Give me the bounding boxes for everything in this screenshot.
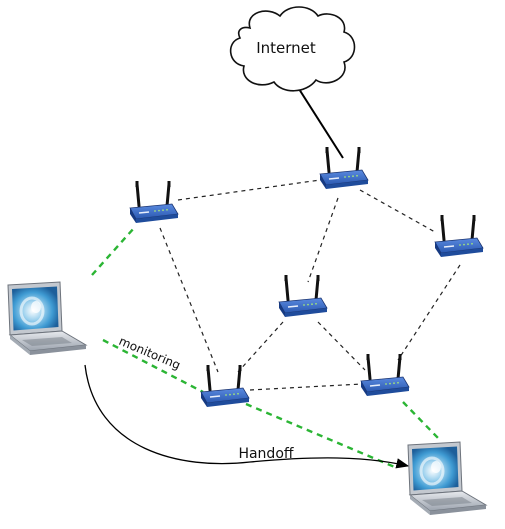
router-icon (199, 363, 251, 409)
handoff-arrow (84, 364, 410, 469)
client-link (91, 227, 135, 276)
cloud-icon: Internet (229, 6, 356, 92)
mesh-links (159, 179, 461, 391)
router-icon (359, 352, 411, 398)
internet-label: Internet (256, 39, 316, 57)
mesh-link (359, 189, 436, 233)
mesh-link (237, 321, 284, 373)
router-icon (318, 145, 370, 191)
internet-uplink (291, 77, 344, 159)
handoff-label: Handoff (238, 446, 293, 462)
router-icon (433, 213, 485, 259)
mesh-link (177, 179, 321, 201)
laptop-icon (406, 440, 488, 517)
mesh-link (159, 227, 219, 373)
laptop-icon (6, 280, 88, 357)
mesh-link (317, 321, 366, 371)
mesh-link (307, 197, 339, 283)
client-links (91, 227, 439, 470)
router-icon (128, 179, 180, 225)
mesh-link (397, 264, 461, 361)
client-link (102, 338, 204, 394)
client-link (402, 401, 439, 439)
mesh-link (249, 383, 363, 391)
client-link (245, 402, 398, 470)
router-icon (277, 273, 329, 319)
